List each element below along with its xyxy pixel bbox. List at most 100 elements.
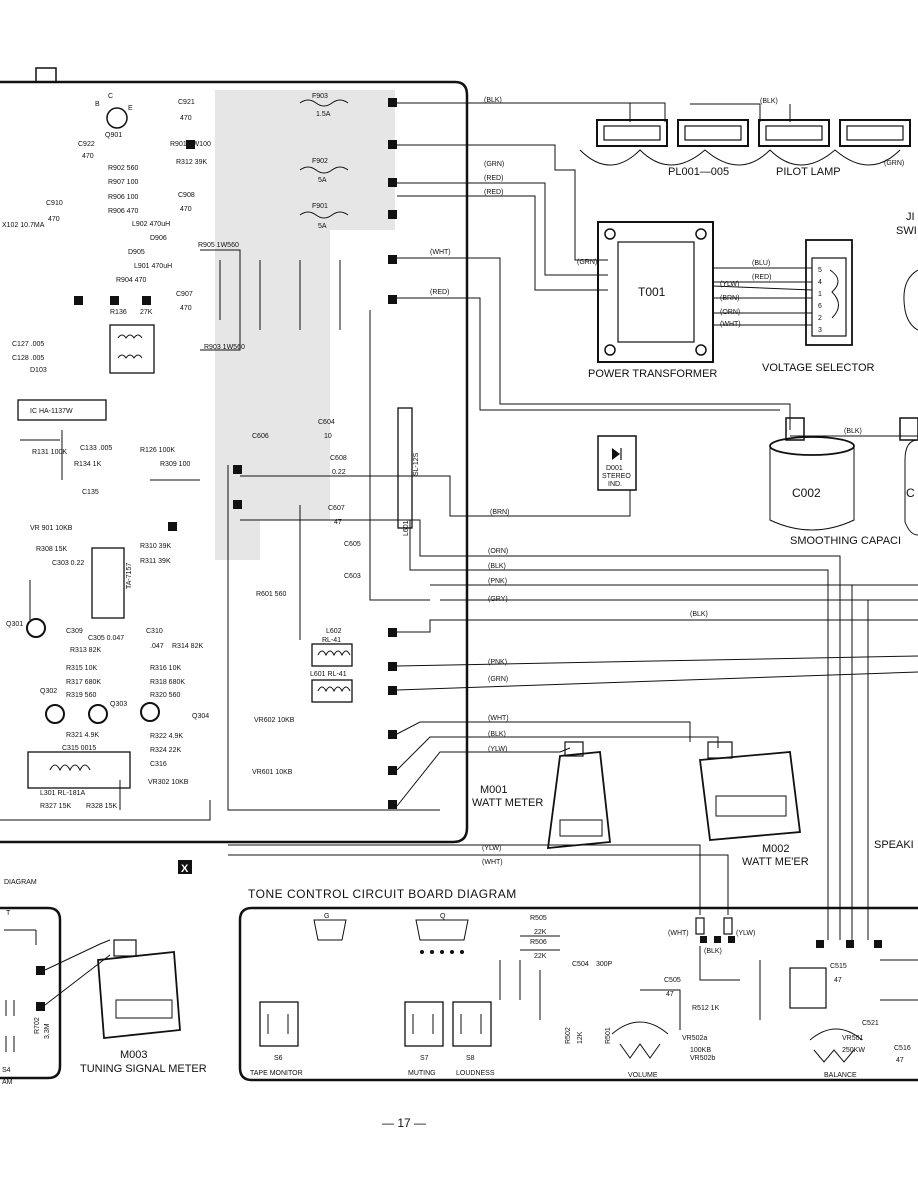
- svg-text:C315 0015: C315 0015: [62, 745, 96, 752]
- svg-text:R501: R501: [605, 1027, 612, 1044]
- selector-wires: (BLU) (RED) (YLW) (BRN) (ORN) (WHT): [712, 260, 813, 328]
- svg-text:470: 470: [82, 153, 94, 160]
- svg-text:SL-12S: SL-12S: [413, 452, 420, 476]
- svg-text:47: 47: [896, 1057, 904, 1064]
- svg-text:Q: Q: [440, 913, 446, 920]
- switch-s7: S7 MUTING: [404, 1001, 444, 1077]
- svg-text:470: 470: [180, 305, 192, 312]
- pilot-lamp-4: [839, 119, 911, 147]
- svg-text:PL001—005: PL001—005: [668, 166, 729, 178]
- svg-text:C921: C921: [178, 99, 195, 106]
- pot-bracket-1: G: [313, 913, 347, 941]
- capacitor-c002: C002: [769, 417, 855, 531]
- svg-text:(YLW): (YLW): [736, 930, 755, 937]
- svg-text:VR502b: VR502b: [690, 1055, 715, 1062]
- svg-text:POWER TRANSFORMER: POWER TRANSFORMER: [588, 368, 717, 380]
- svg-text:22K: 22K: [534, 953, 547, 960]
- svg-text:(ORN): (ORN): [488, 548, 508, 555]
- board-pads: [74, 98, 397, 809]
- svg-text:(BLK): (BLK): [760, 98, 778, 105]
- svg-text:0.22: 0.22: [332, 469, 346, 476]
- x-marker: X: [178, 860, 192, 875]
- tone-pad-2: [846, 940, 854, 948]
- svg-text:F902: F902: [312, 158, 328, 165]
- speaker-label: SPEAKI: [874, 839, 914, 851]
- power-transformer: T001 POWER TRANSFORMER: [588, 221, 717, 380]
- left-bottom-board: T R702 3.3M S4 AM: [0, 906, 111, 1086]
- switch-s8: S8 LOUDNESS: [452, 1001, 495, 1077]
- svg-text:T: T: [6, 910, 11, 917]
- transistor-q301: [26, 618, 46, 638]
- svg-text:Q301: Q301: [6, 621, 23, 628]
- svg-text:R905 1W560: R905 1W560: [198, 242, 239, 249]
- svg-text:VR601 10KB: VR601 10KB: [252, 769, 293, 776]
- volume-control: VOLUME: [611, 1021, 669, 1079]
- svg-text:SMOOTHING CAPACI: SMOOTHING CAPACI: [790, 535, 901, 547]
- svg-text:R312 39K: R312 39K: [176, 159, 207, 166]
- svg-text:C608: C608: [330, 455, 347, 462]
- svg-text:(BLK): (BLK): [484, 97, 502, 104]
- main-switch-partial: JI SWI: [896, 211, 918, 331]
- svg-text:Q901: Q901: [105, 132, 122, 139]
- page-number: — 17 —: [382, 1116, 426, 1130]
- svg-text:WATT ME'ER: WATT ME'ER: [742, 856, 809, 868]
- svg-text:(GRN): (GRN): [577, 259, 597, 266]
- svg-text:C521: C521: [862, 1020, 879, 1027]
- svg-text:F903: F903: [312, 93, 328, 100]
- svg-text:C922: C922: [78, 141, 95, 148]
- svg-text:C310: C310: [146, 628, 163, 635]
- svg-text:R126 100K: R126 100K: [140, 447, 175, 454]
- voltage-selector: 5 4 1 6 2 3 VOLTAGE SELECTOR: [762, 239, 875, 374]
- svg-text:47: 47: [834, 977, 842, 984]
- pilot-lamp-2: [677, 119, 749, 147]
- svg-text:R327 15K: R327 15K: [40, 803, 71, 810]
- svg-text:VR501: VR501: [842, 1035, 864, 1042]
- svg-text:L602: L602: [326, 628, 342, 635]
- svg-text:D906: D906: [150, 235, 167, 242]
- svg-text:DIAGRAM: DIAGRAM: [4, 879, 37, 886]
- svg-text:L301 RL-181A: L301 RL-181A: [40, 790, 85, 797]
- svg-text:IND.: IND.: [608, 481, 622, 488]
- coil-l301: [27, 751, 131, 789]
- svg-text:R313 82K: R313 82K: [70, 647, 101, 654]
- svg-text:C515: C515: [830, 963, 847, 970]
- svg-text:47: 47: [666, 991, 674, 998]
- svg-text:C604: C604: [318, 419, 335, 426]
- fuse-f902: F902 5A: [299, 158, 349, 184]
- tuning-signal-meter-m003: M003 TUNING SIGNAL METER: [80, 939, 207, 1075]
- svg-text:R702: R702: [34, 1017, 41, 1034]
- svg-text:4: 4: [818, 279, 822, 286]
- transistor-q304: [140, 702, 160, 722]
- svg-text:D905: D905: [128, 249, 145, 256]
- svg-text:C603: C603: [344, 573, 361, 580]
- svg-text:C504: C504: [572, 961, 589, 968]
- svg-text:R316 10K: R316 10K: [150, 665, 181, 672]
- svg-text:D001: D001: [606, 465, 623, 472]
- svg-text:R136: R136: [110, 309, 127, 316]
- svg-text:E: E: [128, 105, 133, 112]
- svg-text:(BLK): (BLK): [844, 428, 862, 435]
- svg-text:R505: R505: [530, 915, 547, 922]
- svg-text:R320 560: R320 560: [150, 692, 180, 699]
- svg-text:(YLW): (YLW): [482, 845, 501, 852]
- tone-pad-1: [816, 940, 824, 948]
- coil-l601: [311, 679, 353, 703]
- svg-text:(RED): (RED): [484, 189, 503, 196]
- svg-text:(YLW): (YLW): [488, 746, 507, 753]
- tone-control-board: G Q S6 TAPE MONITOR S7 MUTING S8: [238, 906, 918, 1082]
- svg-text:S8: S8: [466, 1055, 475, 1062]
- svg-text:5: 5: [818, 267, 822, 274]
- svg-text:(GRN): (GRN): [488, 676, 508, 683]
- svg-text:R904 470: R904 470: [116, 277, 146, 284]
- svg-text:R309 100: R309 100: [160, 461, 190, 468]
- svg-text:(RED): (RED): [484, 175, 503, 182]
- svg-text:C127 .005: C127 .005: [12, 341, 44, 348]
- svg-text:C128 .005: C128 .005: [12, 355, 44, 362]
- svg-text:12K: 12K: [577, 1031, 584, 1044]
- svg-text:LOUDNESS: LOUDNESS: [456, 1070, 495, 1077]
- balance-control: BALANCE: [809, 1028, 863, 1079]
- tone-input-connector: (WHT) (BLK) (YLW): [668, 917, 755, 955]
- svg-text:C309: C309: [66, 628, 83, 635]
- svg-text:.047: .047: [150, 643, 164, 650]
- svg-text:SWI: SWI: [896, 225, 917, 237]
